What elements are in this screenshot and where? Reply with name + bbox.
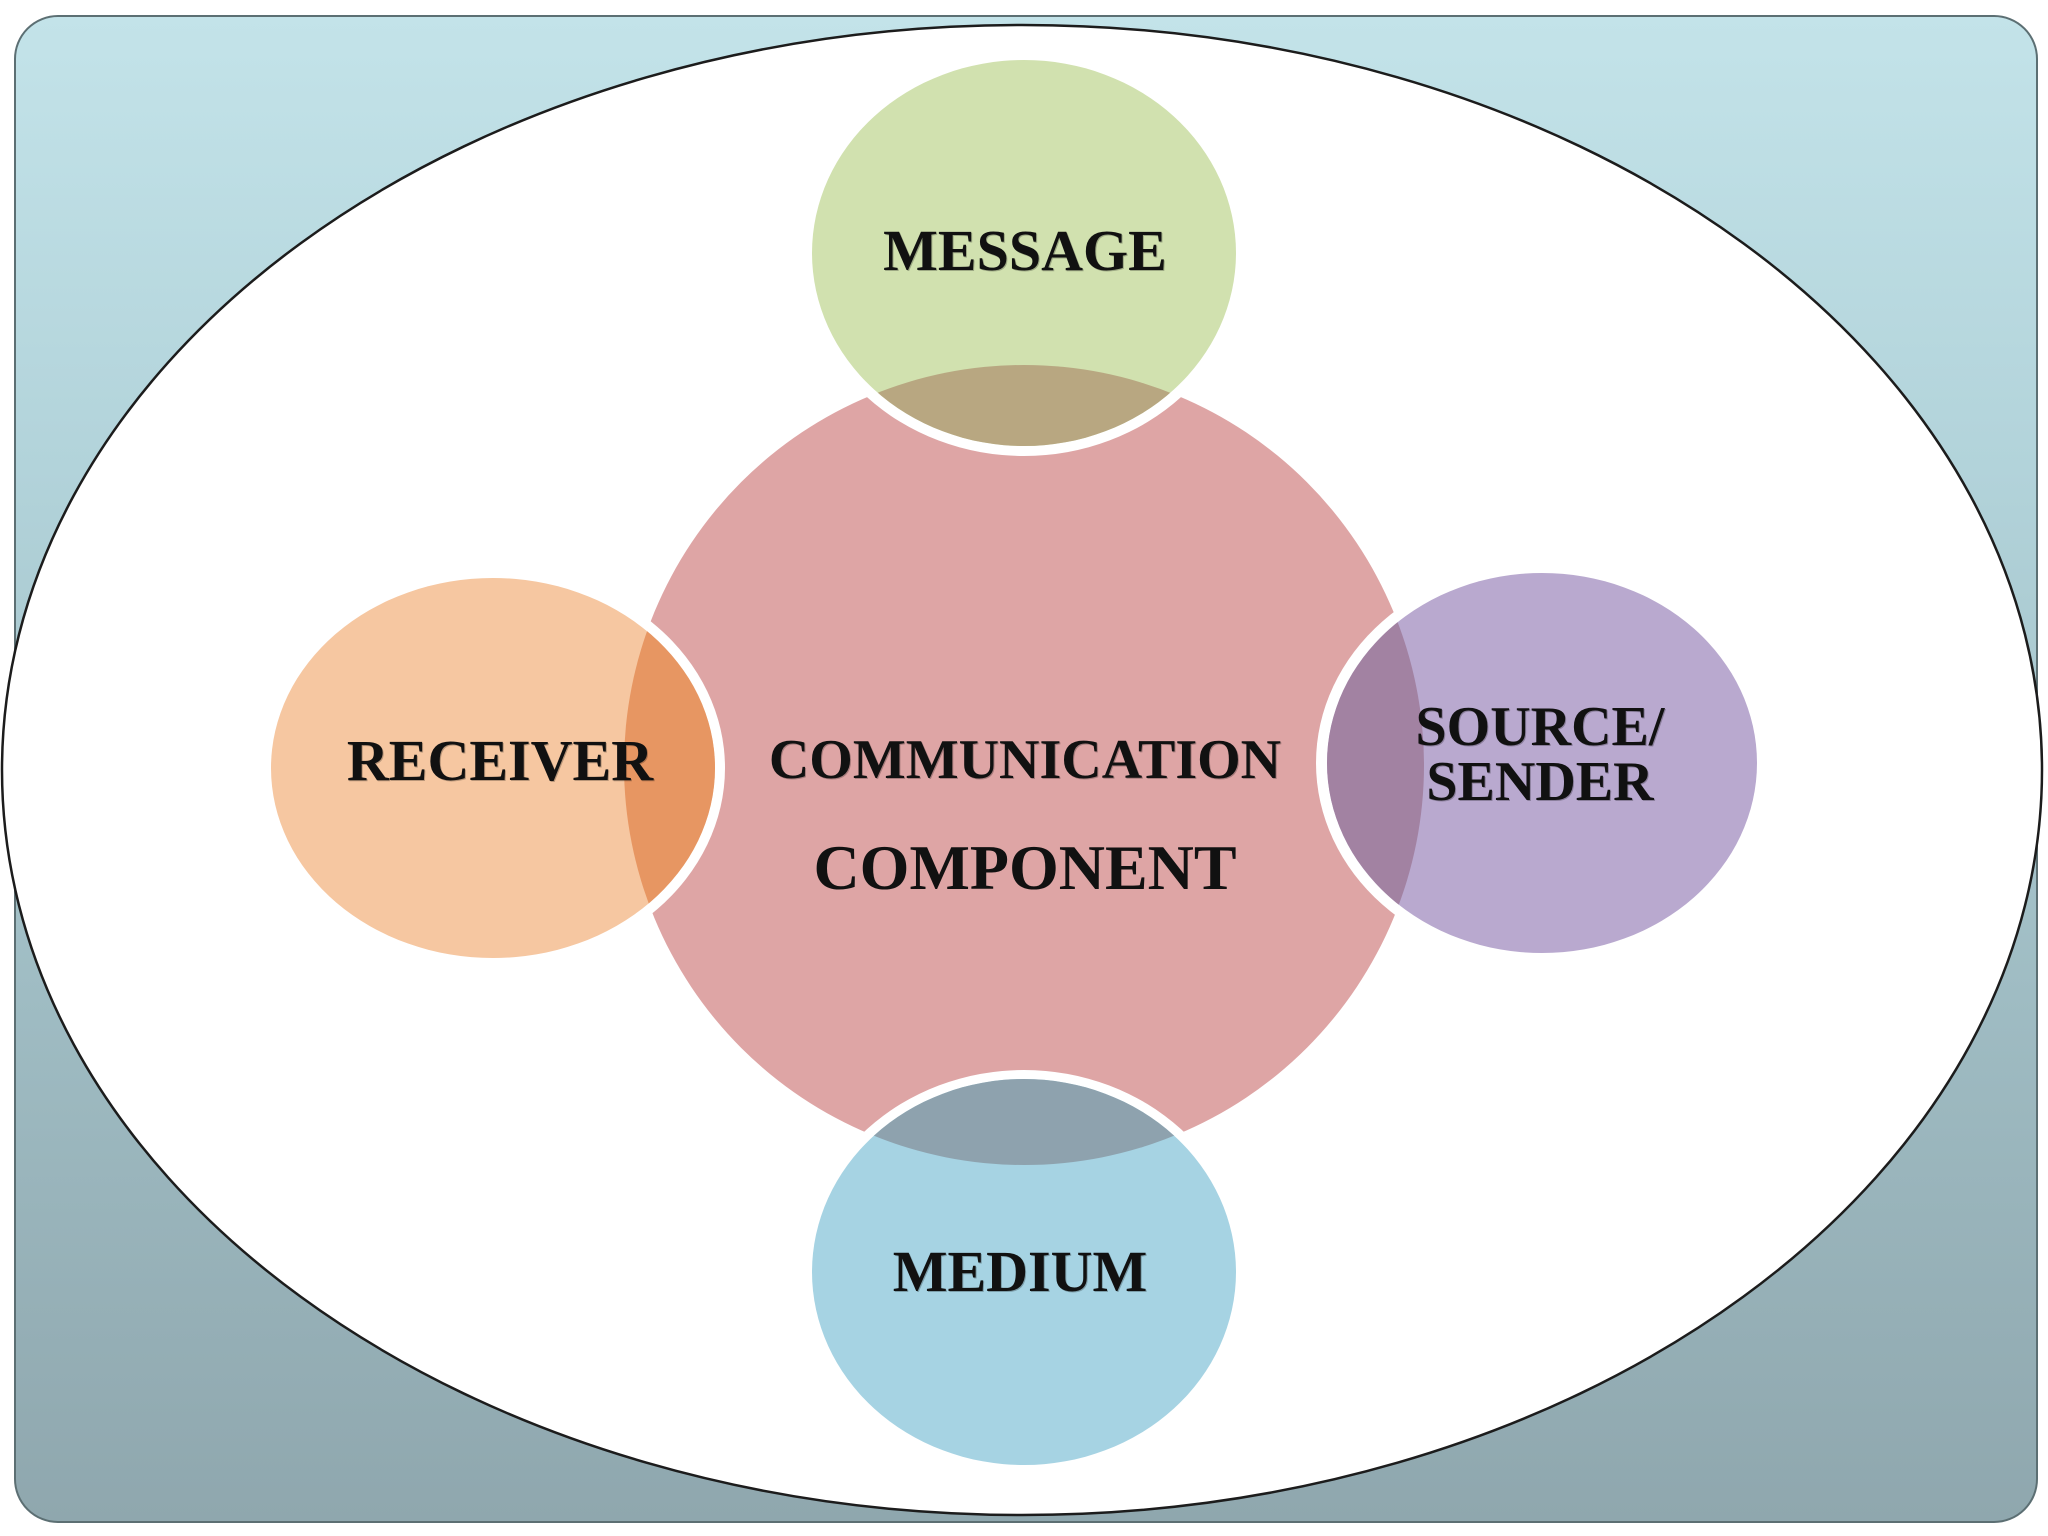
- source-sender-label: SOURCE/ SENDER: [1415, 696, 1665, 813]
- center-circle: [624, 365, 1424, 1165]
- source-circle: [1327, 573, 1757, 953]
- receiver-label: RECEIVER: [346, 728, 654, 793]
- medium-label: MEDIUM: [892, 1239, 1148, 1304]
- center-title-line2: COMPONENT: [813, 832, 1237, 903]
- medium-circle: [812, 1079, 1236, 1465]
- message-label: MESSAGE: [883, 218, 1167, 283]
- message-circle: [812, 60, 1236, 446]
- receiver-circle: [271, 578, 715, 958]
- center-title-line1: COMMUNICATION: [768, 729, 1282, 791]
